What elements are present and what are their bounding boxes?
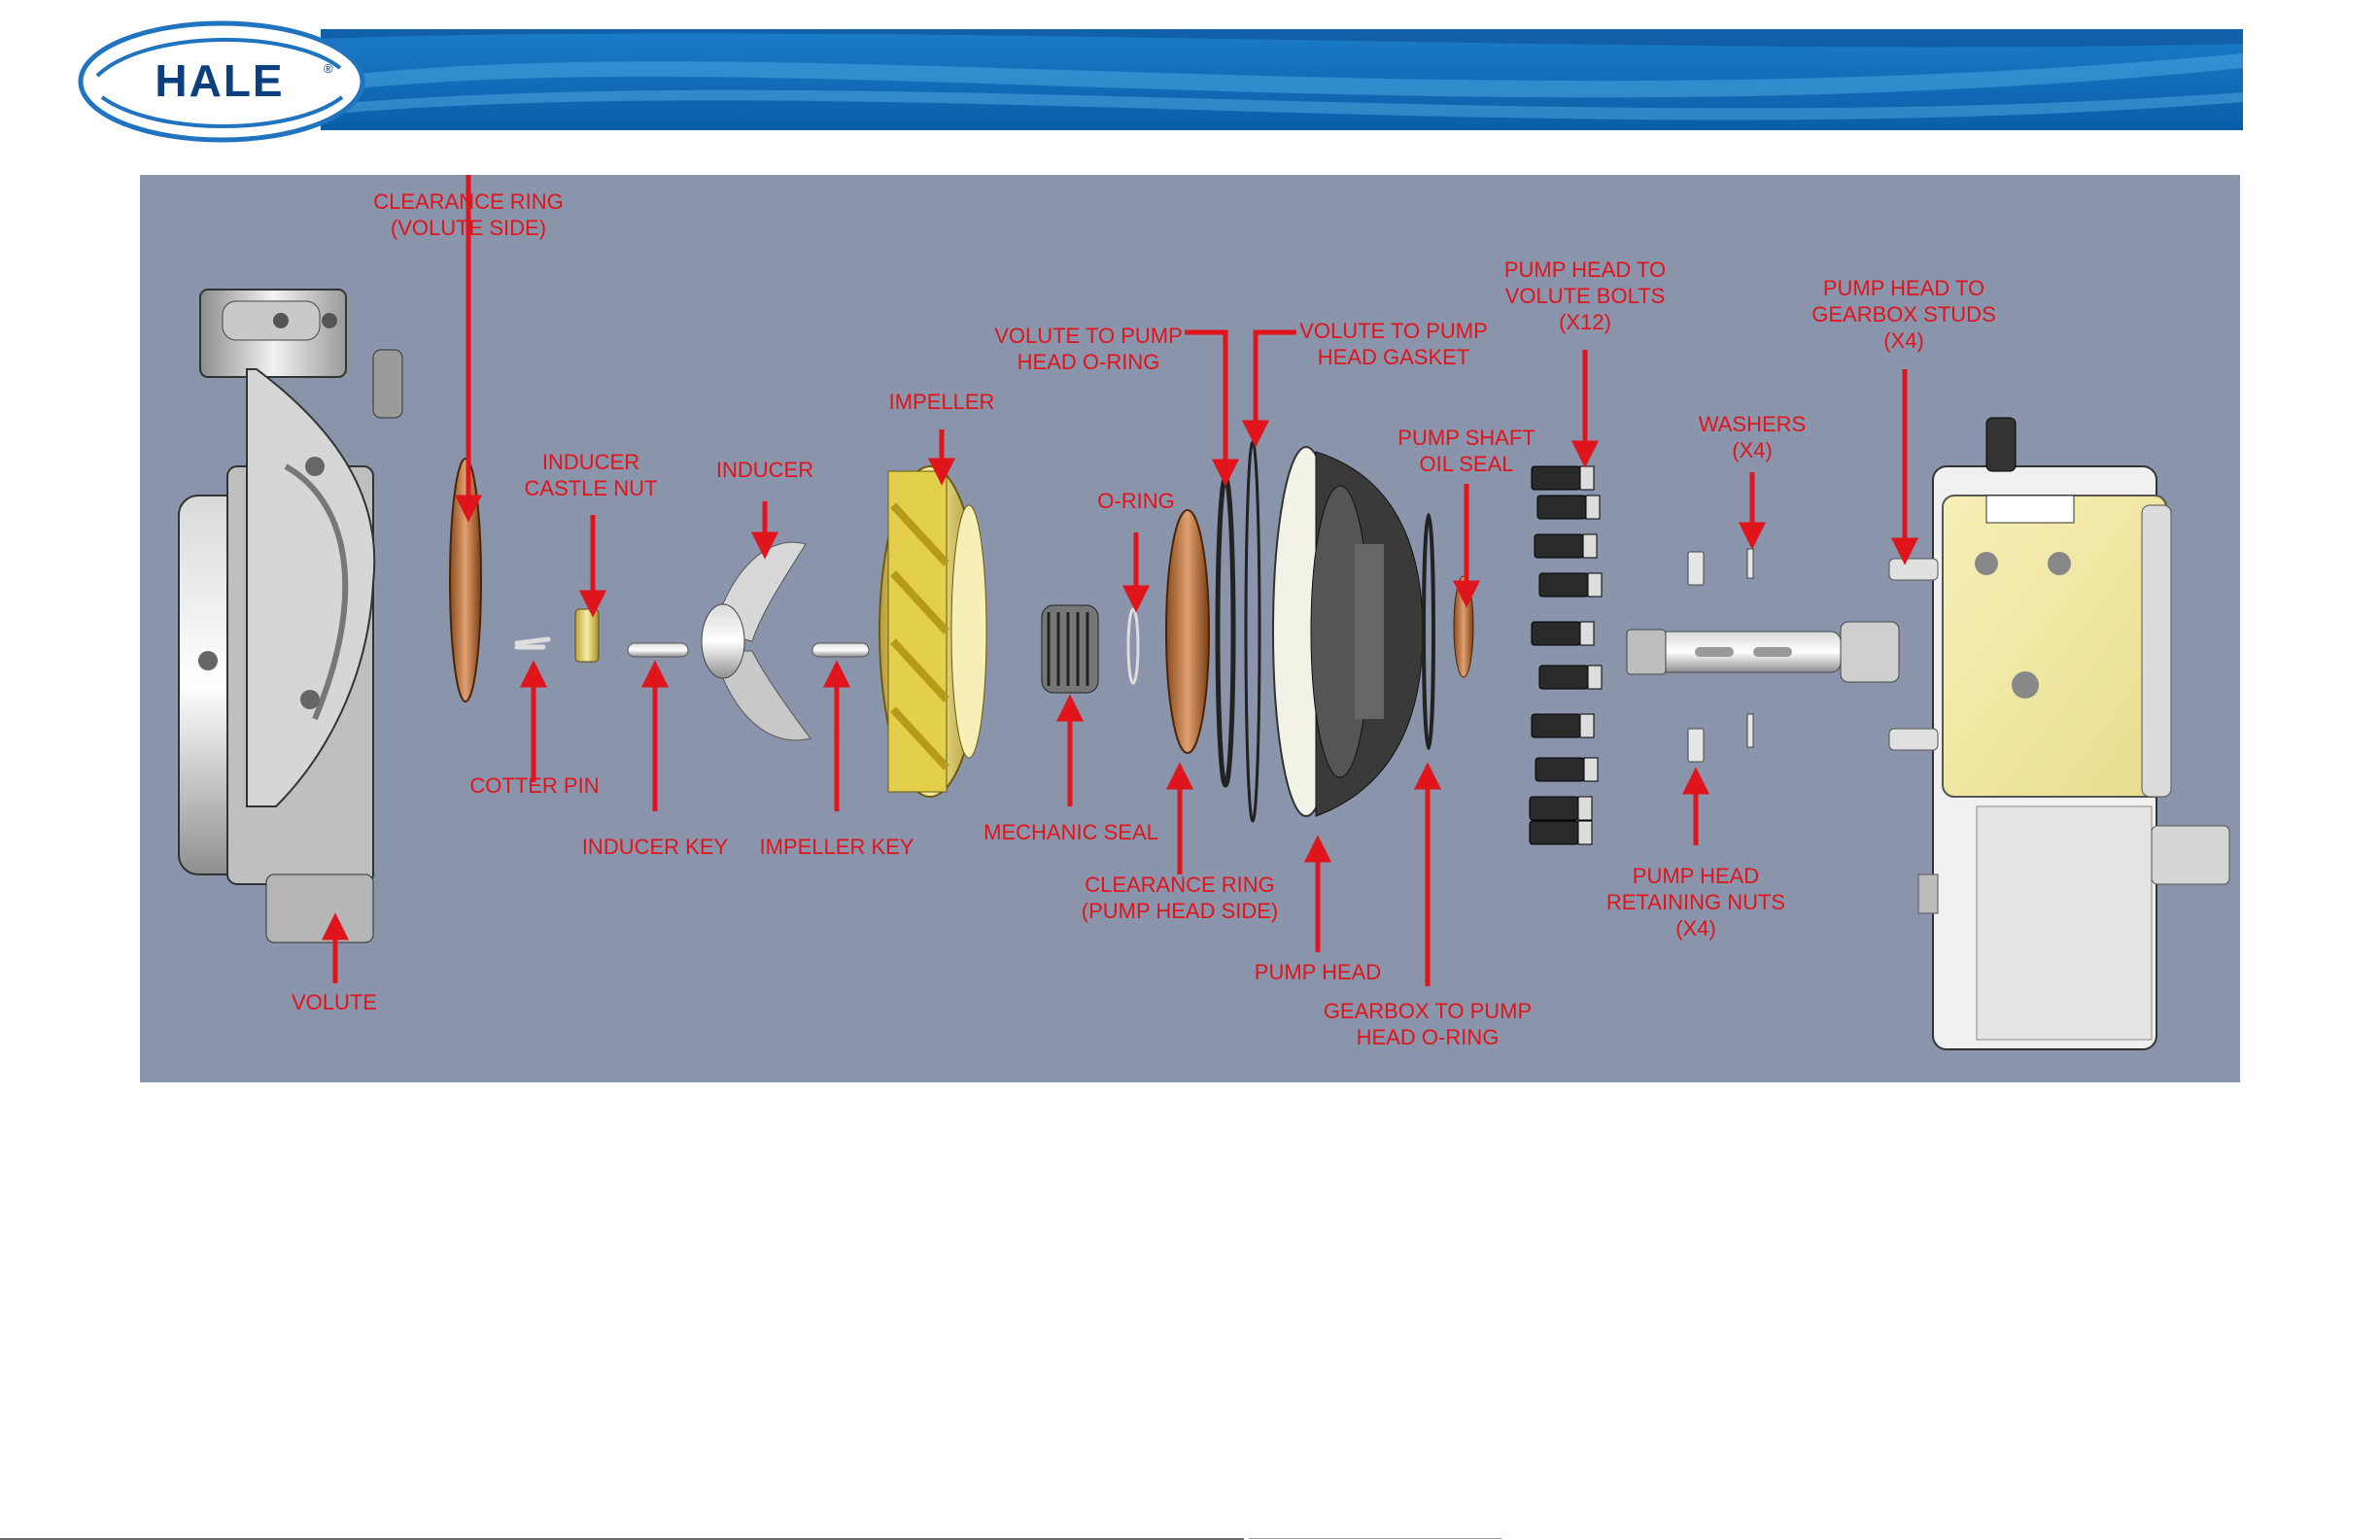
gearbox-part	[1888, 417, 2230, 1050]
label-clearance-ring-volute: CLEARANCE RING(VOLUTE SIDE)	[373, 189, 564, 240]
volute-oring-part	[1215, 475, 1236, 788]
o-ring-part	[1126, 607, 1140, 685]
label-clearance-ring-pump-head: CLEARANCE RING(PUMP HEAD SIDE)	[1081, 873, 1279, 923]
arrows	[321, 175, 1919, 986]
label-pump-head: PUMP HEAD	[1254, 960, 1382, 984]
volute-part	[178, 289, 403, 943]
logo-registered-mark: ®	[324, 61, 333, 76]
label-volute: VOLUTE	[291, 990, 378, 1014]
volute-gasket-part	[1244, 440, 1261, 823]
inducer-part	[701, 541, 811, 741]
parts-illustration	[178, 175, 2230, 1050]
clearance-ring-pump-head-part	[1165, 509, 1210, 754]
pump-shaft-part	[1626, 621, 1900, 683]
label-cotter-pin: COTTER PIN	[469, 773, 600, 798]
label-washers: WASHERS(X4)	[1698, 412, 1807, 462]
mechanical-seal-part	[1041, 604, 1099, 694]
label-impeller: IMPELLER	[888, 390, 995, 414]
castle-nut-part	[574, 608, 600, 663]
footer-rule-secondary	[1249, 1538, 1501, 1539]
impeller-key-part	[811, 642, 870, 658]
label-inducer: INDUCER	[715, 458, 814, 482]
cotter-pin-part	[514, 636, 551, 650]
header-band: HALE ®	[78, 20, 2243, 143]
logo-text: HALE	[155, 55, 284, 106]
hale-logo: HALE ®	[78, 20, 365, 143]
label-impeller-key: IMPELLER KEY	[759, 835, 914, 859]
impeller-part	[879, 465, 987, 798]
volute-bolts-part	[1529, 465, 1603, 845]
pump-head-part	[1272, 446, 1424, 817]
label-mechanic-seal: MECHANIC SEAL	[983, 820, 1158, 844]
label-o-ring: O-RING	[1097, 489, 1175, 513]
label-inducer-key: INDUCER KEY	[581, 835, 729, 859]
inducer-key-part	[627, 642, 689, 658]
gearbox-oring-part	[1422, 513, 1435, 750]
clearance-ring-volute-part	[449, 458, 482, 702]
nuts-washers-part	[1687, 548, 1754, 763]
footer-rule	[0, 1538, 1244, 1540]
